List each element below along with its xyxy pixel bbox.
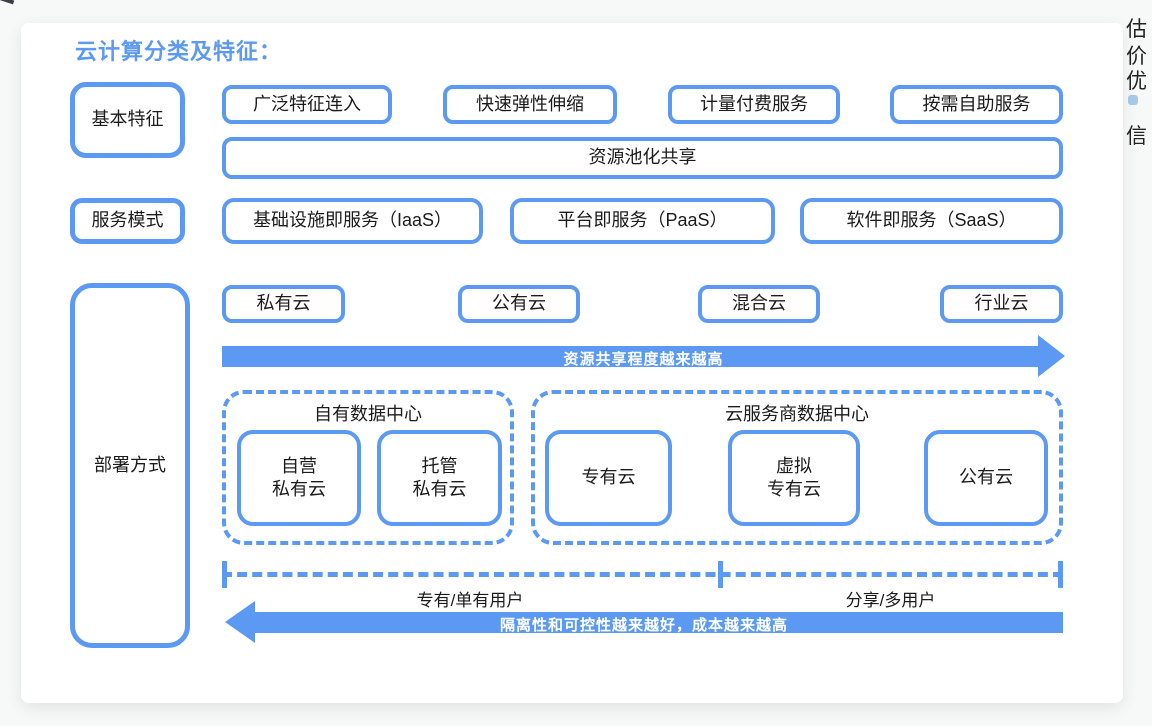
divider-tick-right [1058,561,1063,588]
divider-tick-left [222,561,227,588]
cloud-private: 私有云 [222,285,345,323]
service-paas: 平台即服务（PaaS） [510,198,775,244]
cloud-hosted-private: 托管 私有云 [377,430,502,526]
isolation-cost-arrow-label: 隔离性和可控性越来越好，成本越来越高 [499,617,788,634]
cut-off-text-fragment: 估 [1126,18,1147,41]
category-deployment-modes: 部署方式 [70,283,190,648]
service-iaas: 基础设施即服务（IaaS） [222,198,483,244]
category-service-models: 服务模式 [70,198,185,244]
arrow-head-right-icon [1038,335,1065,377]
group-own-datacenter: 自有数据中心 [222,390,514,545]
cloud-dedicated: 专有云 [545,430,672,526]
link-icon-fragment [1128,95,1138,105]
cut-off-text-fragment: 信 [1126,125,1147,148]
cloud-virtual-dedicated: 虚拟 专有云 [728,430,860,526]
feature-measured-service: 计量付费服务 [668,85,840,124]
label-shared-multi-user: 分享/多用户 [845,591,936,610]
user-scope-divider [222,572,1063,577]
service-saas: 软件即服务（SaaS） [800,198,1063,244]
cloud-self-operated-private: 自营 私有云 [237,430,361,526]
resource-sharing-arrow-label: 资源共享程度越来越高 [563,351,724,368]
cut-off-text-fragment: 优 [1126,70,1147,93]
cut-off-text-fragment: 价 [1126,45,1147,68]
feature-rapid-elasticity: 快速弹性伸缩 [443,85,617,124]
cloud-public-in-csp: 公有云 [924,430,1048,526]
label-dedicated-single-user: 专有/单有用户 [416,591,524,610]
feature-on-demand-self-service: 按需自助服务 [890,85,1063,124]
arrow-head-left-icon [225,601,255,643]
cloud-hybrid: 混合云 [698,285,820,323]
group-own-datacenter-title: 自有数据中心 [314,404,422,424]
feature-broad-network-access: 广泛特征连入 [222,85,392,124]
arrow-bar [222,346,1039,367]
page-title: 云计算分类及特征： [75,39,283,64]
divider-tick-middle [718,561,723,588]
cloud-public: 公有云 [458,285,580,323]
feature-resource-pooling: 资源池化共享 [222,137,1063,179]
group-csp-datacenter: 云服务商数据中心 [531,390,1063,545]
arrow-bar [253,612,1063,633]
isolation-cost-arrow: 隔离性和可控性越来越好，成本越来越高 [225,601,1063,643]
resource-sharing-arrow: 资源共享程度越来越高 [222,335,1065,377]
cloud-industry: 行业云 [940,285,1063,323]
group-csp-datacenter-title: 云服务商数据中心 [725,404,869,424]
category-basic-features: 基本特征 [70,82,185,158]
